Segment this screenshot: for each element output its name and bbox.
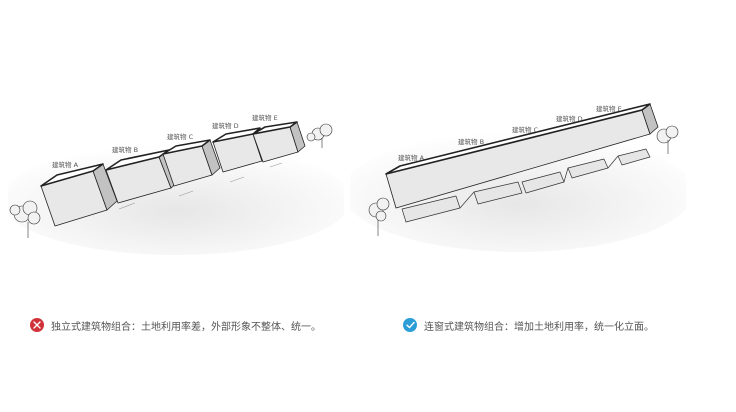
- building-c-box: [162, 139, 221, 187]
- tree-icon: [368, 197, 390, 236]
- building-label-c: 建筑物 C: [512, 125, 539, 134]
- building-e-box: [252, 121, 306, 163]
- building-label-c: 建筑物 C: [167, 132, 194, 141]
- tree-icon: [9, 200, 41, 238]
- building-label-e: 建筑物 E: [596, 104, 622, 113]
- tree-icon: [656, 125, 679, 154]
- cross-icon: [30, 318, 44, 332]
- check-icon: [403, 318, 417, 332]
- caption-bad: 独立式建筑物组合：土地利用率差，外部形象不整体、统一。: [30, 315, 321, 335]
- building-label-b: 建筑物 B: [458, 137, 484, 146]
- connected-building-bar: [385, 103, 659, 209]
- separate-buildings-diagram: 建筑物 A 建筑物 B 建筑物 C 建筑物 D 建筑物 E: [8, 82, 344, 256]
- building-label-d: 建筑物 D: [212, 121, 239, 130]
- building-label-e: 建筑物 E: [252, 113, 278, 122]
- building-label-a: 建筑物 A: [398, 153, 425, 162]
- caption-good-text: 连窗式建筑物组合：增加土地利用率，统一化立面。: [424, 321, 654, 333]
- building-label-a: 建筑物 A: [52, 160, 79, 169]
- building-a-box: [40, 163, 118, 227]
- caption-bad-text: 独立式建筑物组合：土地利用率差，外部形象不整体、统一。: [51, 321, 321, 333]
- building-label-b: 建筑物 B: [112, 145, 138, 154]
- building-label-d: 建筑物 D: [556, 114, 583, 123]
- caption-good: 连窗式建筑物组合：增加土地利用率，统一化立面。: [403, 315, 654, 335]
- tree-icon: [306, 123, 333, 148]
- connected-buildings-diagram: 建筑物 A 建筑物 B 建筑物 C 建筑物 D 建筑物 E: [350, 82, 686, 256]
